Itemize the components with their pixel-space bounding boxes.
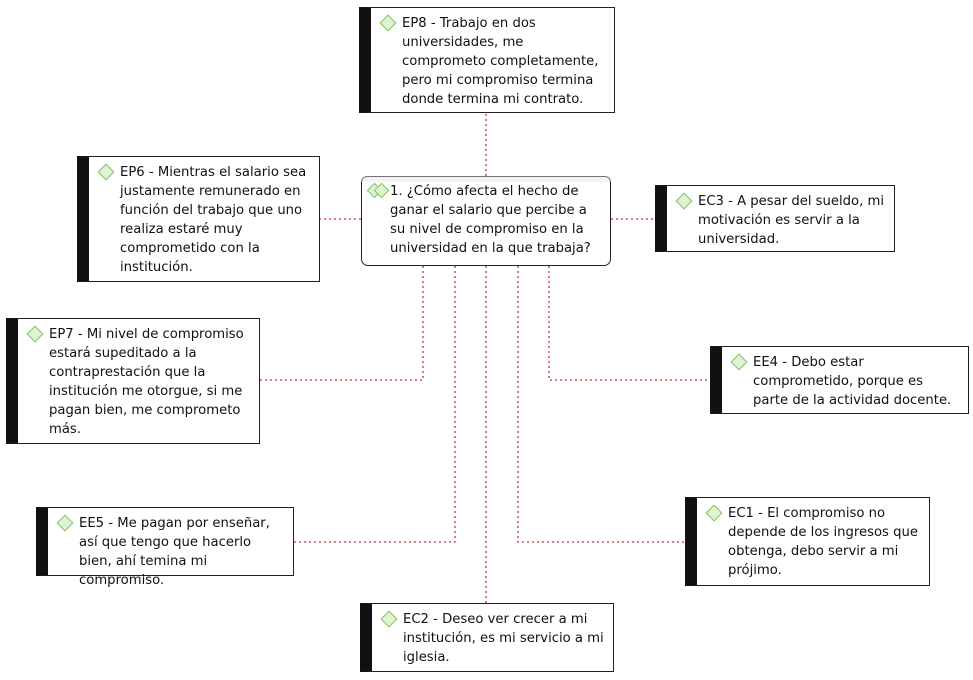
node-ep8[interactable]: EP8 - Trabajo en dos universidades, me c… <box>359 7 615 113</box>
linked-code-icon <box>366 182 390 199</box>
node-ec3[interactable]: EC3 - A pesar del sueldo, mi motivación … <box>655 185 895 252</box>
node-text: EC3 - A pesar del sueldo, mi motivación … <box>698 194 885 247</box>
code-icon <box>380 610 398 628</box>
code-icon <box>675 192 693 210</box>
code-icon <box>730 353 748 371</box>
code-icon <box>705 504 723 522</box>
link-ec1 <box>517 266 686 543</box>
code-icon <box>56 514 74 532</box>
node-ep7[interactable]: EP7 - Mi nivel de compromiso estará supe… <box>6 318 260 444</box>
code-icon <box>379 14 397 32</box>
node-text: EP7 - Mi nivel de compromiso estará supe… <box>49 327 244 437</box>
link-ep7 <box>260 266 424 381</box>
node-ep6[interactable]: EP6 - Mientras el salario sea justamente… <box>77 156 320 282</box>
code-icon <box>97 163 115 181</box>
node-text: EE4 - Debo estar comprometido, porque es… <box>753 355 952 408</box>
node-text: EC2 - Deseo ver crecer a mi institución,… <box>403 612 604 665</box>
central-question-node[interactable]: 1. ¿Cómo afecta el hecho de ganar el sal… <box>361 176 611 266</box>
link-ee5 <box>294 266 456 543</box>
node-text: EP8 - Trabajo en dos universidades, me c… <box>402 16 599 107</box>
node-text: EC1 - El compromiso no depende de los in… <box>728 506 918 578</box>
node-text: EE5 - Me pagan por enseñar, así que teng… <box>79 516 270 588</box>
central-question-text: 1. ¿Cómo afecta el hecho de ganar el sal… <box>390 184 591 256</box>
node-ee4[interactable]: EE4 - Debo estar comprometido, porque es… <box>710 346 969 414</box>
node-text: EP6 - Mientras el salario sea justamente… <box>120 165 307 275</box>
node-ec1[interactable]: EC1 - El compromiso no depende de los in… <box>685 497 930 586</box>
code-icon <box>26 325 44 343</box>
link-ee4 <box>548 266 711 381</box>
node-ec2[interactable]: EC2 - Deseo ver crecer a mi institución,… <box>360 603 614 672</box>
node-ee5[interactable]: EE5 - Me pagan por enseñar, así que teng… <box>36 507 294 588</box>
